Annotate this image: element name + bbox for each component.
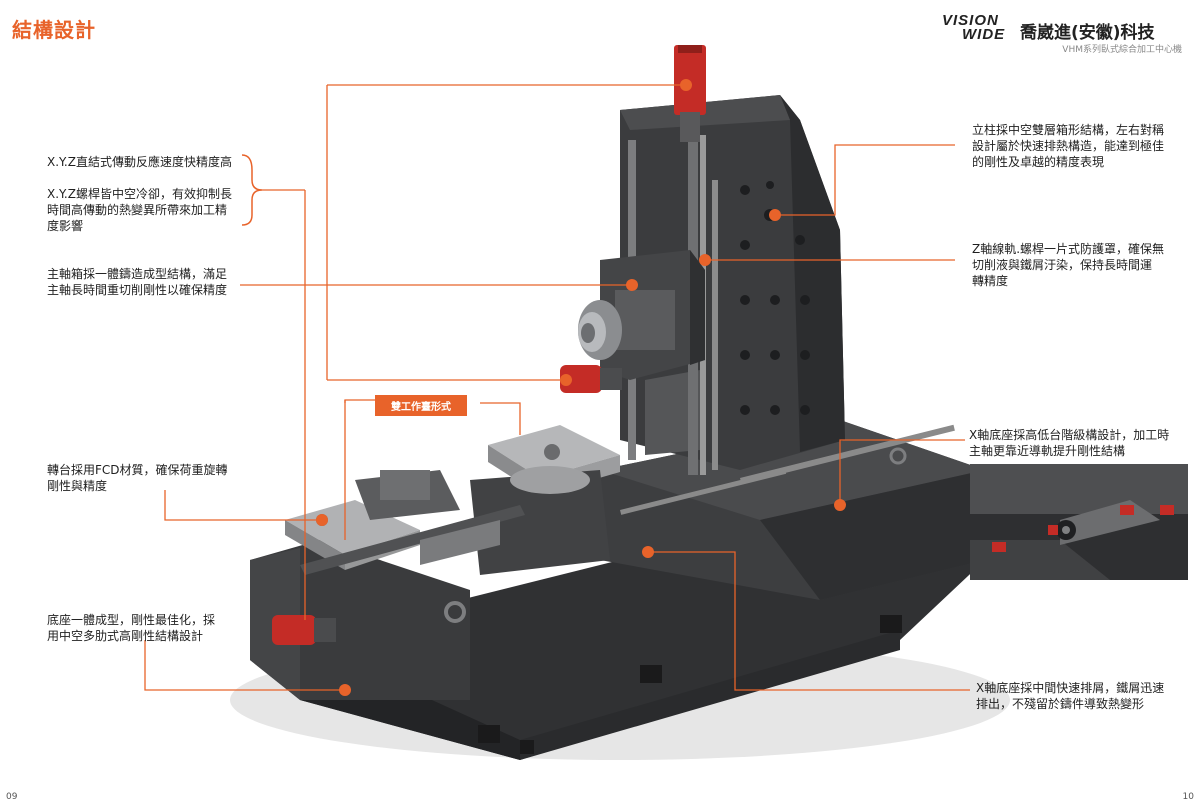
company-name: 喬崴進(安徽)科技 (1020, 23, 1155, 43)
callout-base-line2: 用中空多肋式高剛性結構設計 (47, 629, 204, 643)
callout-z-axis: Z軸線軌.螺桿一片式防護罩，確保無 切削液與鐵屑汙染，保持長時間運 轉精度 (972, 241, 1164, 289)
callout-x-base-chip-line2: 排出，不殘留於鑄件導致熱變形 (976, 697, 1145, 711)
callout-spindle-box-line1: 主軸箱採一體鑄造成型結構，滿足 (47, 267, 228, 281)
callout-spindle-box-line2: 主軸長時間重切削剛性以確保精度 (47, 283, 228, 297)
dual-table-tag: 雙工作臺形式 (375, 395, 467, 416)
callout-rotary-line1: 轉台採用FCD材質，確保荷重旋轉 (47, 463, 228, 477)
brand-block: VISION WIDE 喬崴進(安徽)科技 VHM系列臥式綜合加工中心機 (942, 12, 1182, 55)
callout-x-base-step-line1: X軸底座採高低台階級構設計，加工時 (969, 428, 1170, 442)
callout-x-base-step: X軸底座採高低台階級構設計，加工時 主軸更靠近導軌提升剛性結構 (969, 427, 1169, 459)
callout-rotary-line2: 剛性與精度 (47, 479, 108, 493)
callout-xyz-cooling: X.Y.Z螺桿皆中空冷卻，有效抑制長 時間高傳動的熱變異所帶來加工精 度影響 (47, 186, 232, 234)
callout-column: 立柱採中空雙層箱形結構，左右對稱 設計屬於快速排熱構造，能達到極佳 的剛性及卓越… (972, 122, 1164, 170)
page-number-left: 09 (6, 792, 18, 802)
callout-base-line1: 底座一體成型，剛性最佳化，採 (47, 613, 216, 627)
callout-column-line3: 的剛性及卓越的精度表現 (972, 155, 1105, 169)
callout-z-axis-line2: 切削液與鐵屑汙染，保持長時間運 (972, 258, 1153, 272)
callout-xyz-speed: X.Y.Z直結式傳動反應速度快精度高 (47, 155, 232, 169)
callout-x-base-chip-line1: X軸底座採中間快速排屑，鐵屑迅速 (976, 681, 1165, 695)
callout-xyz-cooling-line1: X.Y.Z螺桿皆中空冷卻，有效抑制長 (47, 187, 232, 201)
logo-vision: VISION (942, 12, 999, 29)
callout-rotary-table: 轉台採用FCD材質，確保荷重旋轉 剛性與精度 (47, 462, 228, 494)
callout-column-line1: 立柱採中空雙層箱形結構，左右對稱 (972, 123, 1165, 137)
callout-spindle-box: 主軸箱採一體鑄造成型結構，滿足 主軸長時間重切削剛性以確保精度 (47, 266, 227, 298)
callout-xyz-cooling-line2: 時間高傳動的熱變異所帶來加工精 (47, 203, 228, 217)
callout-z-axis-line1: Z軸線軌.螺桿一片式防護罩，確保無 (972, 242, 1165, 256)
callout-x-base-step-line2: 主軸更靠近導軌提升剛性結構 (969, 444, 1126, 458)
series-subtitle: VHM系列臥式綜合加工中心機 (1062, 45, 1182, 55)
callout-base: 底座一體成型，剛性最佳化，採 用中空多肋式高剛性結構設計 (47, 612, 215, 644)
section-title: 結構設計 (12, 18, 96, 42)
callout-xyz-cooling-line3: 度影響 (47, 219, 84, 233)
callout-column-line2: 設計屬於快速排熱構造，能達到極佳 (972, 139, 1165, 153)
logo-wide: WIDE (962, 26, 1006, 43)
page-number-right: 10 (1182, 792, 1194, 802)
callout-z-axis-line3: 轉精度 (972, 274, 1009, 288)
callout-x-base-chip: X軸底座採中間快速排屑，鐵屑迅速 排出，不殘留於鑄件導致熱變形 (976, 680, 1164, 712)
